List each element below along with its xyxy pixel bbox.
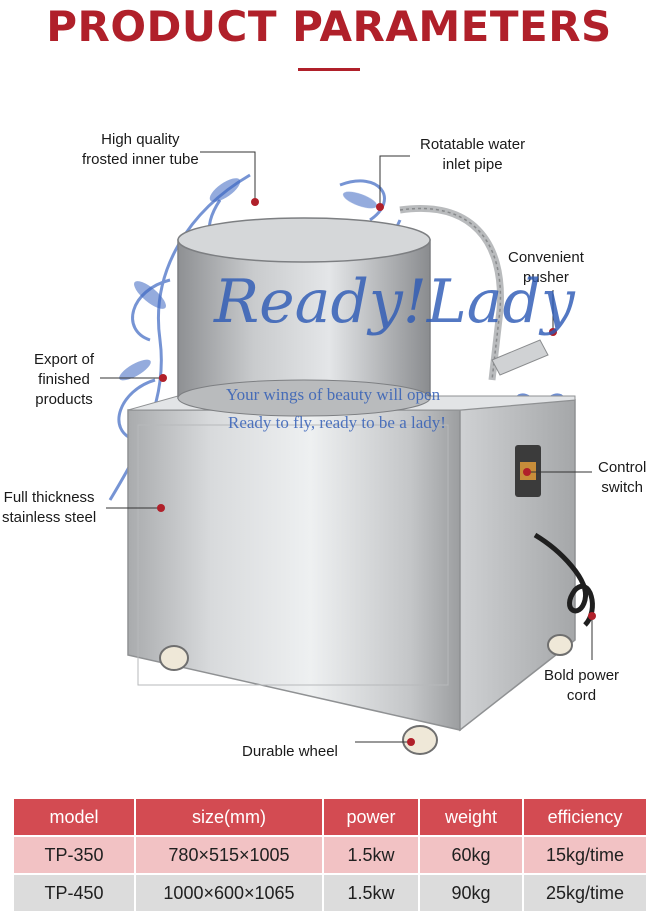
leader-dots [157, 198, 596, 746]
cell-power: 1.5kw [322, 835, 420, 875]
callout-switch: Control switch [598, 458, 646, 498]
leader-lines [100, 151, 593, 743]
callout-wheel-line1: Durable wheel [242, 743, 338, 760]
callout-water-pipe-line2: inlet pipe [442, 156, 503, 173]
page-title: PRODUCT PARAMETERS [46, 2, 612, 51]
callout-inner-tube: High quality frosted inner tube [82, 130, 199, 170]
table-row: TP-350 780×515×1005 1.5kw 60kg 15kg/time [12, 835, 648, 875]
watermark-tagline-1: Your wings of beauty will open [226, 385, 441, 404]
callout-export-line1: Export of [34, 351, 95, 368]
callout-power-cord-line2: cord [566, 687, 597, 704]
wheels [159, 634, 573, 755]
callout-steel-line1: Full thickness [3, 489, 95, 506]
cell-efficiency: 15kg/time [522, 835, 648, 875]
header-weight: weight [418, 797, 524, 837]
callout-export: Export of finished products [34, 350, 94, 410]
cell-model: TP-450 [12, 873, 136, 913]
callout-steel-line2: stainless steel [2, 509, 97, 526]
callout-inner-tube-line1: High quality [101, 131, 180, 148]
watermark-brand: Ready!Lady [214, 267, 575, 337]
callout-wheel: Durable wheel [242, 742, 338, 762]
watermark-tagline-2: Ready to fly, ready to be a lady! [228, 413, 446, 432]
callout-steel: Full thickness stainless steel [2, 488, 96, 528]
callout-power-cord-line1: Bold power [544, 667, 620, 684]
callout-switch-line2: switch [601, 479, 644, 496]
callout-pusher-line2: pusher [523, 269, 569, 286]
header-efficiency: efficiency [522, 797, 648, 837]
table-header-row: model size(mm) power weight efficiency [12, 797, 648, 837]
callout-switch-line1: Control [598, 459, 647, 476]
callout-pusher: Convenient pusher [508, 248, 584, 288]
cell-weight: 90kg [418, 873, 524, 913]
cell-size: 1000×600×1065 [134, 873, 324, 913]
peeler-machine-image [100, 151, 596, 755]
title-underline [298, 68, 360, 71]
callout-power-cord: Bold power cord [544, 666, 619, 706]
spec-table: model size(mm) power weight efficiency T… [12, 797, 648, 913]
callout-water-pipe: Rotatable water inlet pipe [420, 135, 525, 175]
cell-efficiency: 25kg/time [522, 873, 648, 913]
callout-inner-tube-line2: frosted inner tube [82, 151, 199, 168]
callout-pusher-line1: Convenient [508, 249, 584, 266]
callout-export-line2: finished [38, 371, 90, 388]
product-illustration: High quality frosted inner tube Rotatabl… [0, 80, 658, 785]
callout-water-pipe-line1: Rotatable water [420, 136, 526, 153]
header-size: size(mm) [134, 797, 324, 837]
table-row: TP-450 1000×600×1065 1.5kw 90kg 25kg/tim… [12, 873, 648, 913]
header-model: model [12, 797, 136, 837]
cell-power: 1.5kw [322, 873, 420, 913]
header-power: power [322, 797, 420, 837]
cell-weight: 60kg [418, 835, 524, 875]
cell-size: 780×515×1005 [134, 835, 324, 875]
cell-model: TP-350 [12, 835, 136, 875]
callout-export-line3: products [35, 391, 93, 408]
